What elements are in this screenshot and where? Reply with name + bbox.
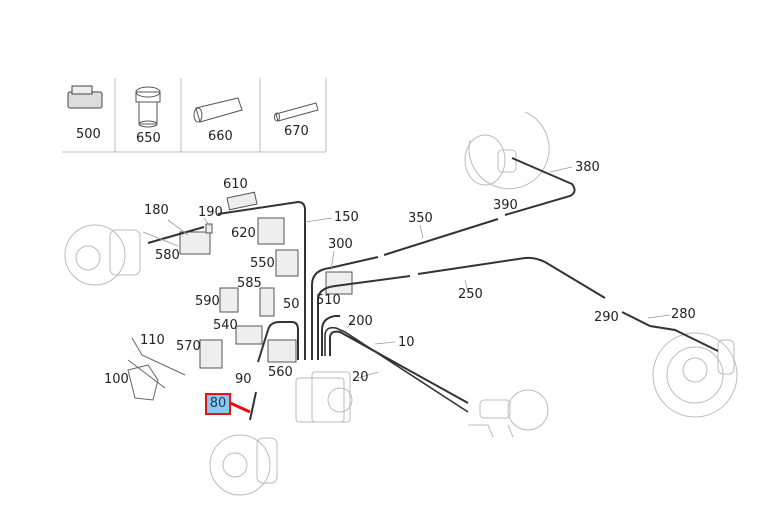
rear-right-brake-disc	[464, 111, 550, 190]
kit-part-650-label[interactable]: 650	[136, 131, 161, 146]
part-590	[219, 287, 239, 313]
callout-510[interactable]: 510	[316, 293, 341, 308]
line-50	[257, 321, 299, 363]
callout-610[interactable]: 610	[223, 177, 248, 192]
line-20	[324, 326, 469, 413]
part-550	[275, 249, 299, 277]
line-350	[311, 218, 499, 360]
abs-hydraulic-unit	[295, 371, 353, 423]
part-620	[257, 217, 285, 245]
part-585	[259, 287, 275, 317]
line-380	[504, 157, 576, 216]
kit-table-grid	[62, 78, 327, 153]
tube-icon	[274, 102, 319, 122]
line-280	[621, 311, 719, 352]
front-right-brake-disc	[209, 434, 278, 496]
hex-sleeve-icon	[193, 97, 243, 123]
part-580	[179, 231, 211, 255]
callout-90[interactable]: 90	[235, 372, 252, 387]
bracket-assembly	[127, 337, 186, 401]
callout-10[interactable]: 10	[398, 335, 415, 350]
callout-150[interactable]: 150	[334, 210, 359, 225]
line-10	[329, 330, 469, 404]
callout-250[interactable]: 250	[458, 287, 483, 302]
callout-390[interactable]: 390	[493, 198, 518, 213]
bushing-icon	[135, 86, 161, 128]
kit-part-660-label[interactable]: 660	[208, 129, 233, 144]
callout-190[interactable]: 190	[198, 205, 223, 220]
part-190	[205, 223, 213, 234]
callout-540[interactable]: 540	[213, 318, 238, 333]
part-610	[226, 191, 258, 211]
callout-80-selected[interactable]: 80	[205, 393, 231, 415]
part-540	[235, 325, 263, 345]
part-560	[267, 339, 297, 363]
callout-110[interactable]: 110	[140, 333, 165, 348]
callout-180[interactable]: 180	[144, 203, 169, 218]
line-150	[217, 200, 306, 360]
callout-585[interactable]: 585	[237, 276, 262, 291]
line-250	[317, 256, 606, 360]
callout-560[interactable]: 560	[268, 365, 293, 380]
callout-300[interactable]: 300	[328, 237, 353, 252]
line-80	[249, 391, 257, 421]
callout-20[interactable]: 20	[352, 370, 369, 385]
line-200	[321, 315, 340, 356]
callout-50[interactable]: 50	[283, 297, 300, 312]
callout-380[interactable]: 380	[575, 160, 600, 175]
callout-100[interactable]: 100	[104, 372, 129, 387]
front-left-brake-disc	[64, 224, 141, 286]
valve-block-icon	[67, 85, 103, 109]
callout-200[interactable]: 200	[348, 314, 373, 329]
kit-part-670-label[interactable]: 670	[284, 124, 309, 139]
leader-lines	[142, 166, 671, 379]
master-cylinder-booster	[468, 389, 549, 438]
callout-550[interactable]: 550	[250, 256, 275, 271]
rear-left-brake-disc	[652, 332, 738, 418]
line-180	[147, 226, 205, 244]
callout-280[interactable]: 280	[671, 307, 696, 322]
callout-620[interactable]: 620	[231, 226, 256, 241]
callout-350[interactable]: 350	[408, 211, 433, 226]
callout-590[interactable]: 590	[195, 294, 220, 309]
callout-570[interactable]: 570	[176, 339, 201, 354]
part-570	[199, 339, 223, 369]
callout-290[interactable]: 290	[594, 310, 619, 325]
kit-part-500-label[interactable]: 500	[76, 127, 101, 142]
part-510	[325, 271, 353, 295]
callout-580[interactable]: 580	[155, 248, 180, 263]
highlight-connector	[227, 400, 251, 414]
brake-lines	[147, 157, 719, 421]
